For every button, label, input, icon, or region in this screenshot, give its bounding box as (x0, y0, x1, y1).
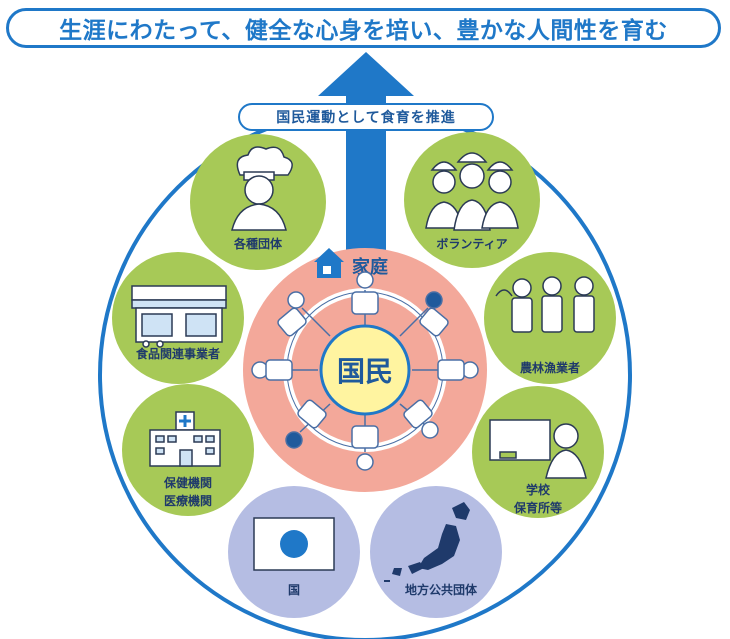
teacher-icon (489, 419, 587, 479)
people-ring (251, 271, 479, 471)
node-volunteer: ボランティア (404, 132, 540, 268)
node-country: 国 (228, 486, 360, 618)
hospital-icon (149, 411, 221, 467)
local-gov-label: 地方公共団体 (405, 582, 478, 597)
japan-map-icon (384, 502, 470, 582)
volunteer-label: ボランティア (436, 236, 507, 251)
node-local-gov: 地方公共団体 (370, 486, 502, 618)
node-food-business: 食品関連事業者 (112, 252, 244, 384)
health-label-2: 医療機関 (164, 493, 212, 508)
agriculture-label: 農林漁業者 (520, 360, 580, 375)
citizens-circle (319, 324, 411, 416)
title-text: 生涯にわたって、健全な心身を培い、豊かな人間性を育む (59, 18, 668, 44)
chef-icon (231, 146, 293, 231)
citizens-label: 国民 (337, 355, 393, 388)
store-icon (131, 285, 227, 348)
farmers-icon (495, 276, 595, 333)
school-label-1: 学校 (526, 482, 551, 497)
node-agriculture: 農林漁業者 (484, 252, 616, 384)
volunteers-icon (425, 152, 519, 231)
promotion-text: 国民運動として食育を推進 (276, 110, 456, 126)
promotion-pill: 国民運動として食育を推進 (238, 103, 494, 131)
food-business-label: 食品関連事業者 (135, 346, 220, 361)
school-label-2: 保育所等 (513, 500, 562, 515)
node-school: 学校 保育所等 (472, 386, 604, 518)
groups-label: 各種団体 (233, 236, 283, 251)
house-icon (314, 248, 344, 278)
node-health: 保健機関 医療機関 (122, 384, 254, 516)
node-groups: 各種団体 (190, 134, 326, 270)
country-label: 国 (288, 583, 300, 597)
health-label-1: 保健機関 (163, 475, 212, 490)
japan-flag-icon (253, 517, 335, 571)
title-banner: 生涯にわたって、健全な心身を培い、豊かな人間性を育む (6, 8, 721, 48)
